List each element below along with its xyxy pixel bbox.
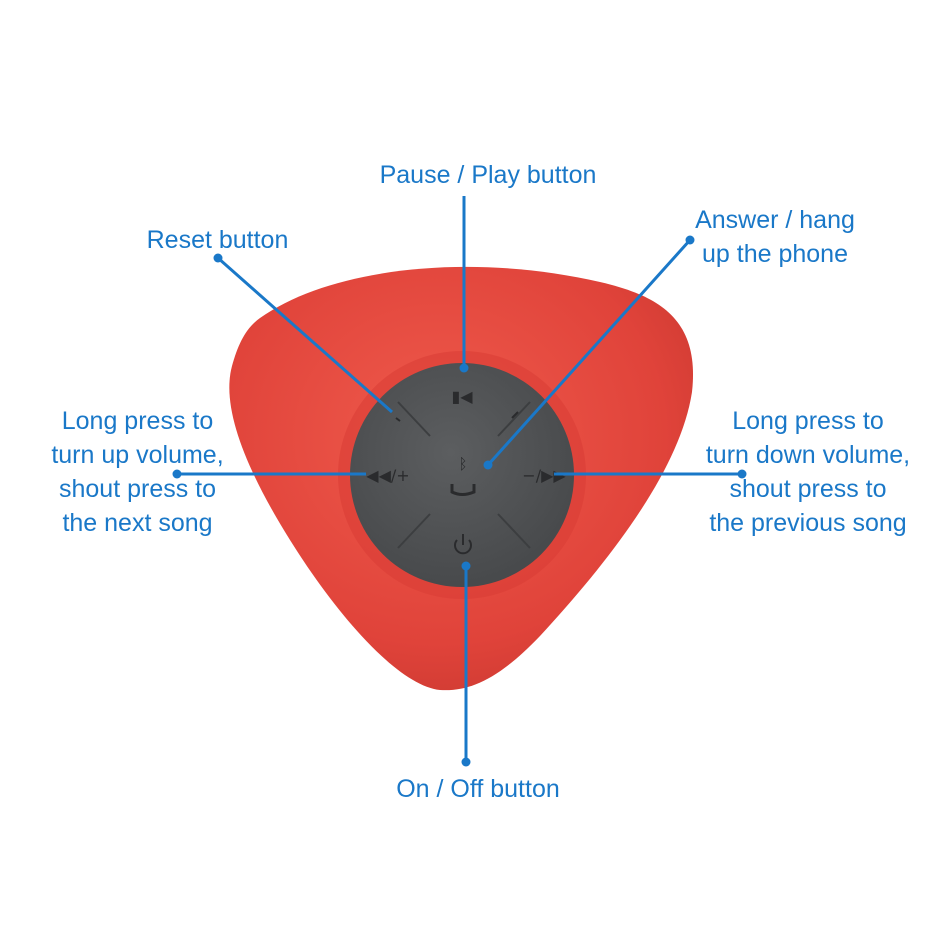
label-pause-play-line-1: Pause / Play button — [379, 161, 597, 189]
label-answer-line-1: Answer / hang — [695, 206, 855, 234]
label-vol-down-line-3: shout press to — [729, 475, 887, 503]
callout-pause-play-dot — [459, 363, 469, 373]
label-reset: Reset button — [120, 223, 315, 257]
label-vol-up-line-1: Long press to — [61, 407, 214, 435]
callout-power-dot — [461, 561, 471, 571]
callout-vol-down-dot — [737, 469, 747, 479]
callout-vol-up-dot — [172, 469, 182, 479]
prev-icon[interactable]: ▮◀ — [451, 387, 473, 406]
label-vol-down-line-2: turn down volume, — [705, 441, 911, 469]
label-vol-up-line-3: shout press to — [58, 475, 217, 503]
label-vol-down-line-4: the previous song — [709, 509, 907, 537]
label-power: On / Off button — [368, 772, 588, 806]
callout-answer-dot — [685, 235, 695, 245]
label-vol-up-line-2: turn up volume, — [51, 441, 224, 469]
callout-power-dot-end — [461, 757, 471, 767]
bluetooth-icon: ᛒ — [458, 455, 467, 473]
label-vol-down: Long press to turn down volume, shout pres… — [688, 404, 928, 540]
label-reset-line-1: Reset button — [146, 226, 289, 254]
label-vol-up-line-4: the next song — [62, 509, 213, 537]
answer-indicator[interactable] — [511, 411, 519, 419]
callout-lines — [172, 196, 747, 767]
label-answer: Answer / hang up the phone — [670, 203, 880, 271]
panel-dividers — [397, 401, 531, 549]
callout-reset — [217, 256, 393, 414]
control-panel — [350, 363, 574, 587]
label-pause-play: Pause / Play button — [348, 158, 628, 192]
label-vol-up: Long press to turn up volume, shout press … — [30, 404, 245, 540]
callout-answer — [486, 238, 692, 467]
power-icon[interactable] — [454, 534, 472, 555]
callout-answer-dot-end — [483, 460, 493, 470]
prev-minus-icon[interactable]: −/▶▶ — [522, 466, 566, 485]
phone-icon[interactable] — [450, 484, 476, 496]
label-vol-down-line-1: Long press to — [732, 407, 884, 435]
next-icon[interactable]: ◀◀/+ — [366, 466, 409, 485]
label-power-line-1: On / Off button — [396, 775, 560, 803]
reset-indicator[interactable] — [395, 417, 401, 422]
callout-reset-dot — [213, 253, 223, 263]
label-answer-line-2: up the phone — [702, 240, 848, 268]
